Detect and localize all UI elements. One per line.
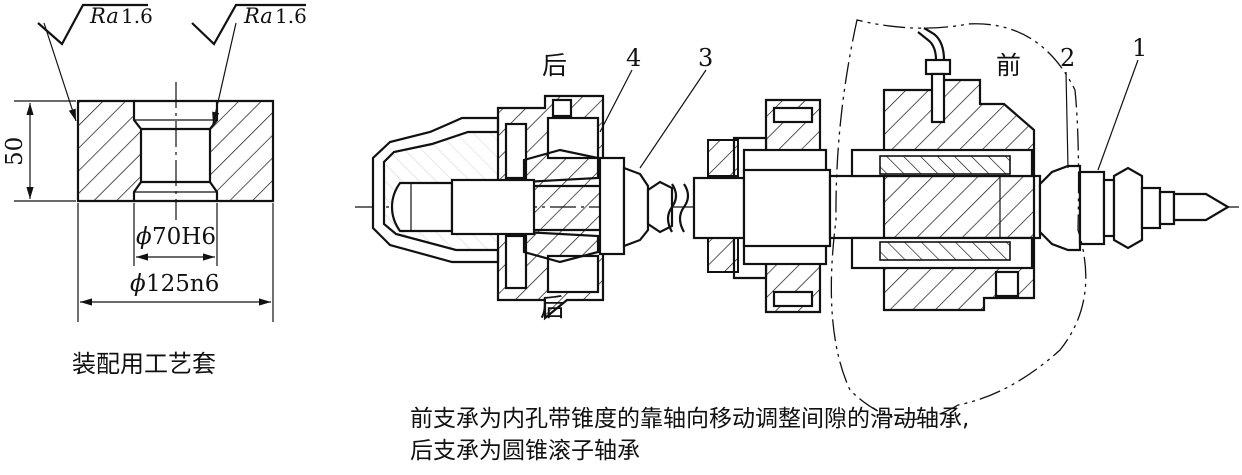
svg-text:ϕ: ϕ: [136, 224, 152, 250]
svg-text:70H6: 70H6: [152, 224, 216, 250]
roughness-symbol-1: Ra 1.6: [37, 3, 153, 122]
svg-text:前: 前: [996, 51, 1021, 80]
svg-text:3: 3: [698, 44, 713, 72]
process-sleeve-drawing: Ra 1.6 Ra 1.6 50 ϕ 70H6: [2, 3, 307, 322]
svg-text:1.6: 1.6: [275, 4, 307, 28]
svg-text:后: 后: [542, 51, 567, 80]
svg-text:1: 1: [1132, 34, 1147, 62]
svg-text:1.6: 1.6: [121, 4, 153, 28]
inner-diameter-dimension: ϕ 70H6: [133, 203, 218, 266]
section-boundary: [830, 19, 1087, 421]
sleeve-left-wall: [76, 99, 143, 203]
sleeve-caption: 装配用工艺套: [72, 350, 216, 378]
note-line-1: 前支承为内孔带锥度的靠轴向移动调整间隙的滑动轴承,: [410, 406, 970, 432]
svg-text:ϕ: ϕ: [130, 271, 146, 297]
spindle-assembly-drawing: 后 后 前 4 3 2 1: [355, 19, 1242, 421]
rear-shaft-stub: [390, 181, 454, 233]
sleeve-right-wall: [208, 99, 275, 203]
note-line-2: 后支承为圆锥滚子轴承: [410, 438, 640, 464]
svg-text:4: 4: [626, 44, 641, 72]
outer-diameter-dimension: ϕ 125n6: [77, 203, 274, 322]
svg-text:Ra: Ra: [243, 4, 273, 28]
svg-text:50: 50: [2, 137, 28, 166]
spindle-nose: [1038, 164, 1082, 252]
svg-text:后: 后: [540, 293, 565, 322]
height-dimension: 50: [2, 100, 76, 202]
svg-text:2: 2: [1060, 44, 1075, 72]
roughness-symbol-2: Ra 1.6: [191, 3, 307, 125]
svg-text:125n6: 125n6: [146, 271, 219, 297]
svg-text:Ra: Ra: [89, 4, 119, 28]
